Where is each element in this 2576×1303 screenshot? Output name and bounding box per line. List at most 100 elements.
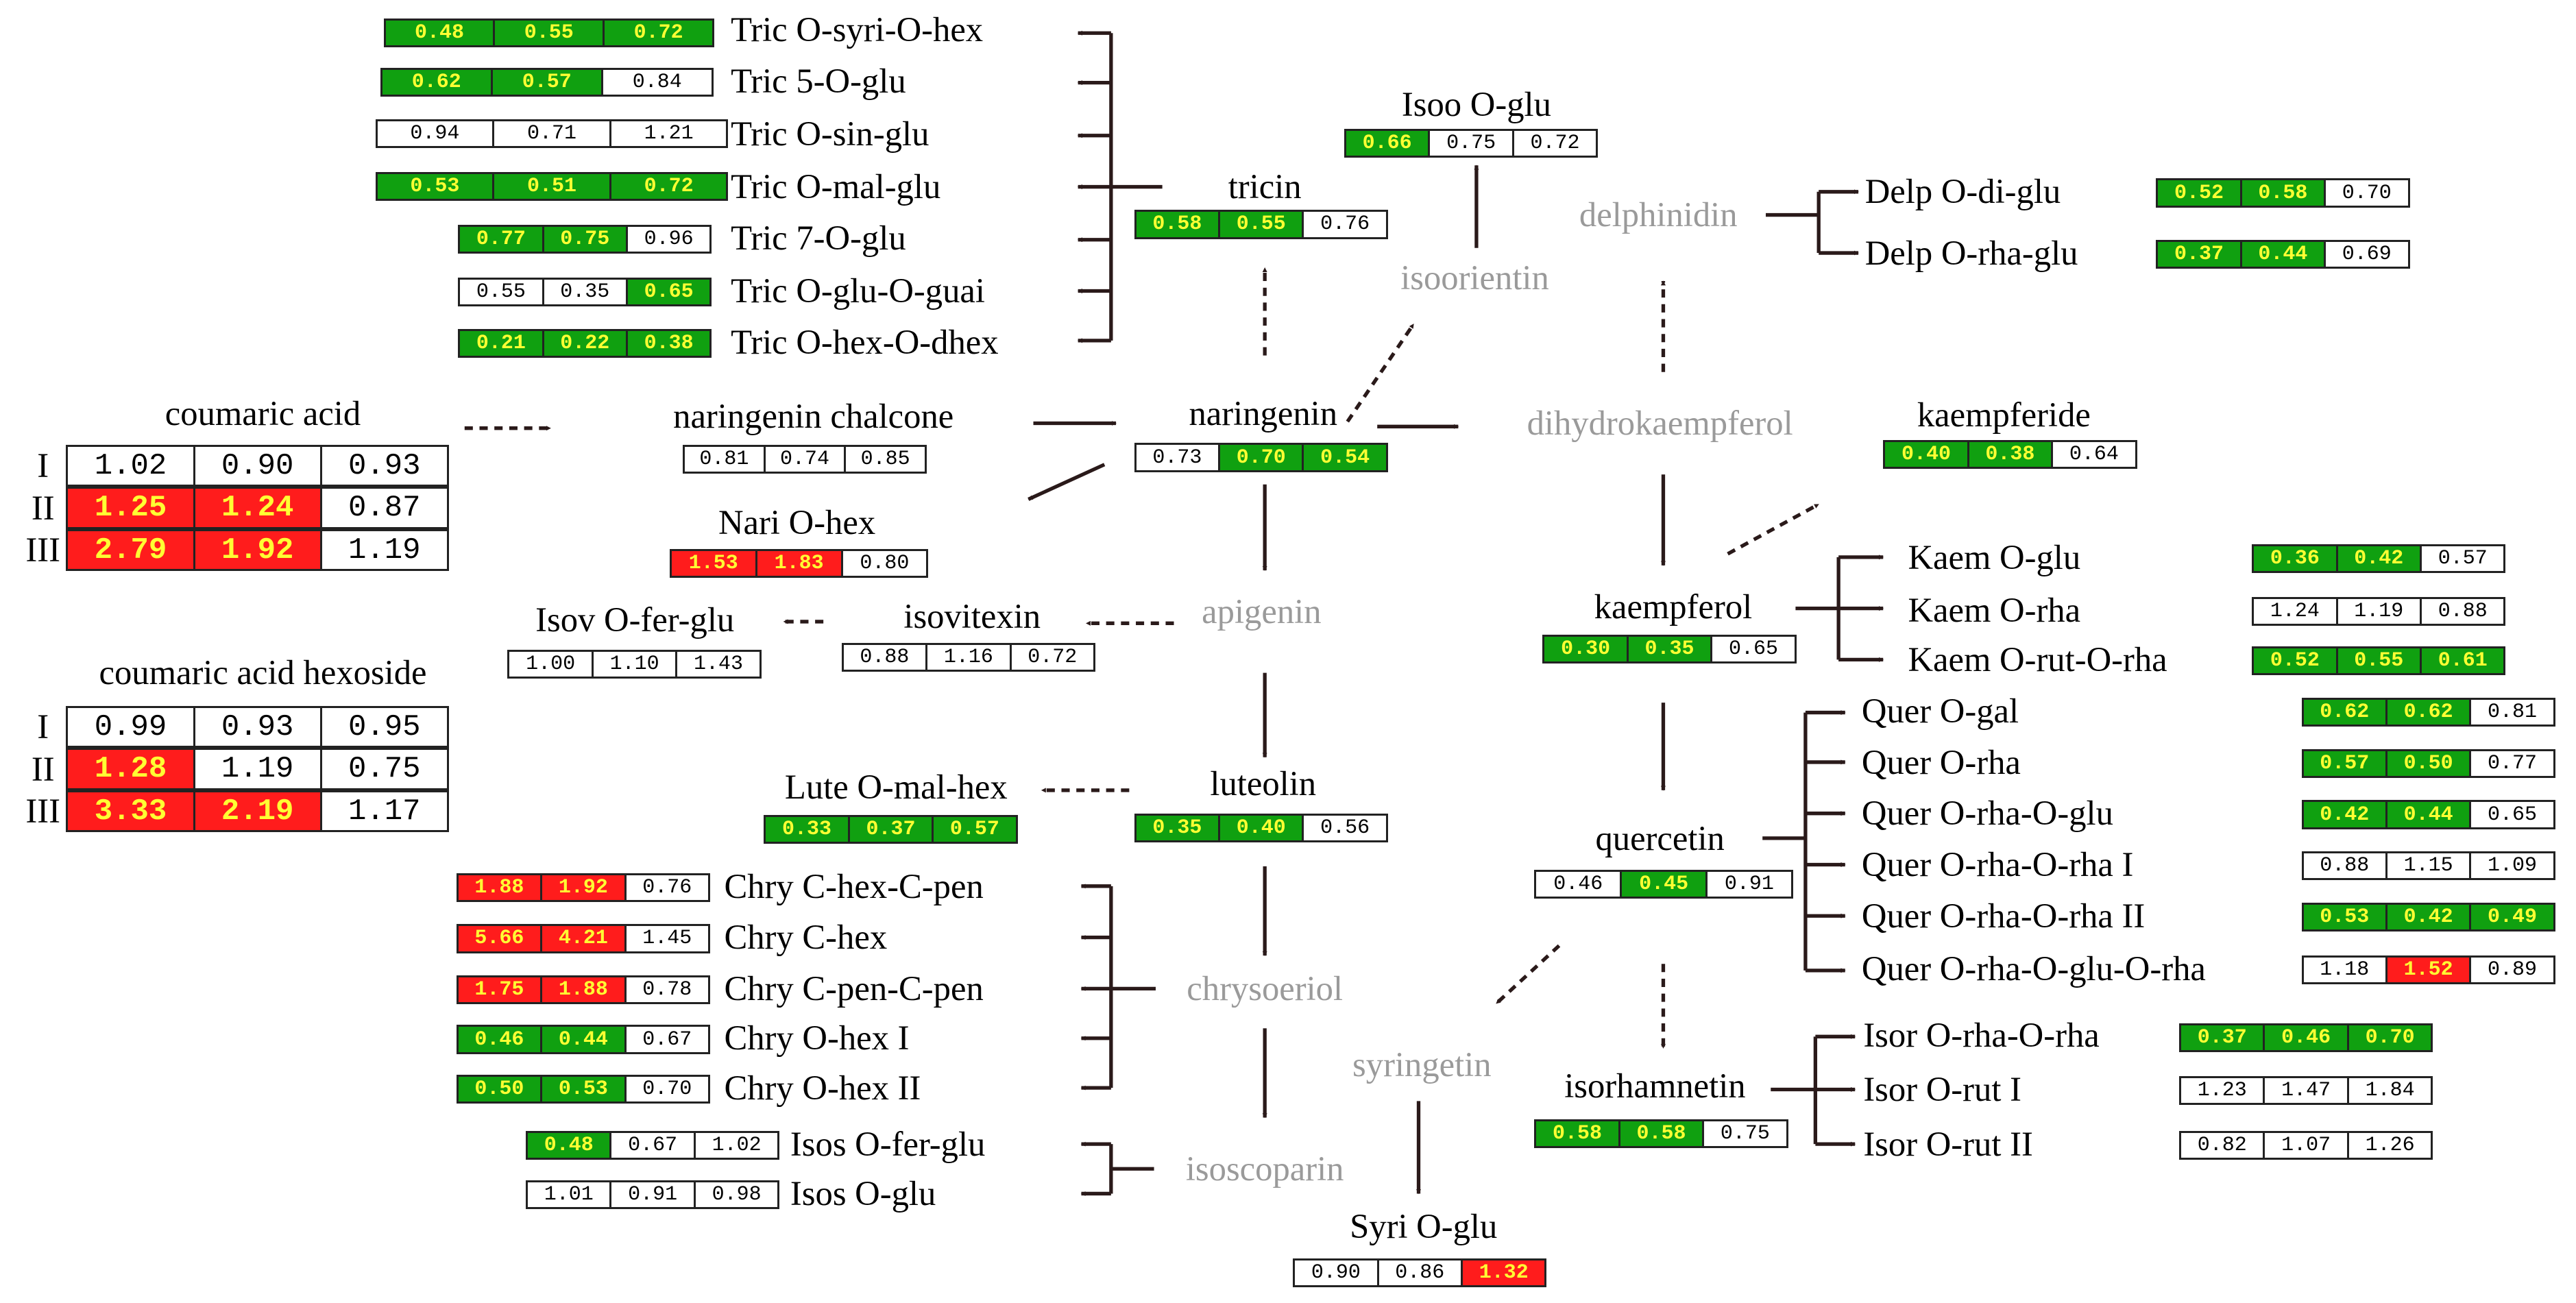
fold-change-cell: 0.44: [540, 1025, 627, 1054]
fold-change-cell: 0.76: [624, 873, 710, 902]
fold-change-cell: 1.45: [624, 924, 710, 953]
fold-change-cell: 1.84: [2346, 1076, 2433, 1106]
node-label-apigenin: apigenin: [1202, 592, 1322, 631]
fold-change-cell: 0.37: [847, 815, 934, 844]
node-label-coumaric-hex: coumaric acid hexoside: [99, 653, 427, 692]
fold-change-cell: 0.55: [458, 278, 544, 307]
fold-change-cell: 0.44: [2239, 239, 2326, 269]
fold-change-cell: 5.66: [456, 924, 543, 953]
fold-change-cell: 1.07: [2263, 1130, 2349, 1160]
node-label-isov-ferglu: Isov O-fer-glu: [535, 600, 735, 640]
fold-change-cell: 0.57: [2301, 748, 2387, 778]
fold-change-cell: 0.90: [1293, 1258, 1379, 1287]
fold-change-cell: 0.72: [1511, 129, 1599, 158]
fold-change-cell: 0.52: [2252, 646, 2338, 676]
fold-change-cell: 0.57: [932, 815, 1018, 844]
fold-change-cell: 0.37: [2156, 239, 2242, 269]
node-label-luteolin: luteolin: [1210, 764, 1317, 803]
node-label-chry-penpen: Chry C-pen-C-pen: [724, 969, 984, 1008]
fold-change-cell: 0.46: [1534, 869, 1623, 899]
fold-change-cell: 0.30: [1542, 635, 1629, 664]
node-label-delp-rhaglu: Delp O-rha-glu: [1864, 233, 2078, 272]
fold-change-cell: 0.77: [2469, 748, 2555, 778]
fold-change-cell: 0.74: [763, 444, 847, 474]
fold-change-cell: 1.83: [755, 548, 843, 578]
node-label-isovitexin: isovitexin: [903, 597, 1041, 636]
fold-change-cell: 1.23: [2179, 1076, 2265, 1106]
pathway-arrow: [1495, 944, 1561, 1006]
fold-change-cell: 0.46: [456, 1025, 543, 1054]
fold-change-cell: 0.53: [2301, 902, 2387, 932]
node-label-isoo-glu: Isoo O-glu: [1401, 84, 1551, 123]
node-label-quer-rha: Quer O-rha: [1861, 742, 2021, 781]
fold-change-cell: 0.62: [2385, 697, 2472, 727]
fold-change-cell: 1.16: [925, 643, 1012, 672]
fold-change-cell: 1.10: [591, 649, 678, 679]
node-label-isor-rut2: Isor O-rut II: [1863, 1124, 2033, 1163]
node-label-chry-hex: Chry C-hex: [724, 918, 888, 957]
node-label-syringetin: syringetin: [1352, 1045, 1492, 1084]
fold-change-cell: 1.43: [675, 649, 762, 679]
fold-change-cell: 0.75: [542, 225, 628, 254]
fold-change-cell: 1.26: [2346, 1130, 2433, 1160]
fold-change-cell: 0.48: [383, 18, 496, 47]
node-label-tric-syri: Tric O-syri-O-hex: [731, 10, 984, 49]
fold-change-cell: 0.88: [841, 643, 928, 672]
fold-change-cell: 1.32: [1461, 1258, 1547, 1287]
fold-change-cell: 0.82: [2179, 1130, 2265, 1160]
fold-change-cell: 0.46: [2263, 1023, 2349, 1053]
fold-change-cell: 0.95: [319, 705, 449, 748]
node-label-quercetin: quercetin: [1595, 818, 1725, 857]
node-label-isos-glu: Isos O-glu: [790, 1174, 936, 1213]
fold-change-cell: 0.57: [2419, 544, 2506, 573]
fold-change-cell: 0.96: [625, 225, 712, 254]
fold-change-cell: 1.88: [540, 975, 627, 1005]
fold-change-cell: 1.01: [526, 1180, 612, 1210]
fold-change-cell: 0.40: [1883, 439, 1969, 469]
node-label-delp-diglu: Delp O-di-glu: [1864, 172, 2061, 211]
fold-change-cell: 0.72: [1009, 643, 1095, 672]
fold-change-cell: 1.02: [693, 1130, 780, 1160]
fold-change-cell: 0.66: [1344, 129, 1431, 158]
node-label-quer-rhaglu: Quer O-rha-O-glu: [1861, 794, 2113, 833]
fold-change-cell: 0.81: [683, 444, 766, 474]
fold-change-cell: 1.19: [193, 748, 322, 790]
fold-change-cell: 1.92: [540, 873, 627, 902]
fold-change-cell: 1.17: [319, 790, 449, 833]
fold-change-cell: 0.58: [1534, 1119, 1620, 1149]
fold-change-cell: 1.47: [2263, 1076, 2349, 1106]
fold-change-cell: 0.62: [380, 67, 493, 97]
node-label-isor-rut1: Isor O-rut I: [1863, 1070, 2021, 1109]
fold-change-cell: 0.58: [1618, 1119, 1705, 1149]
